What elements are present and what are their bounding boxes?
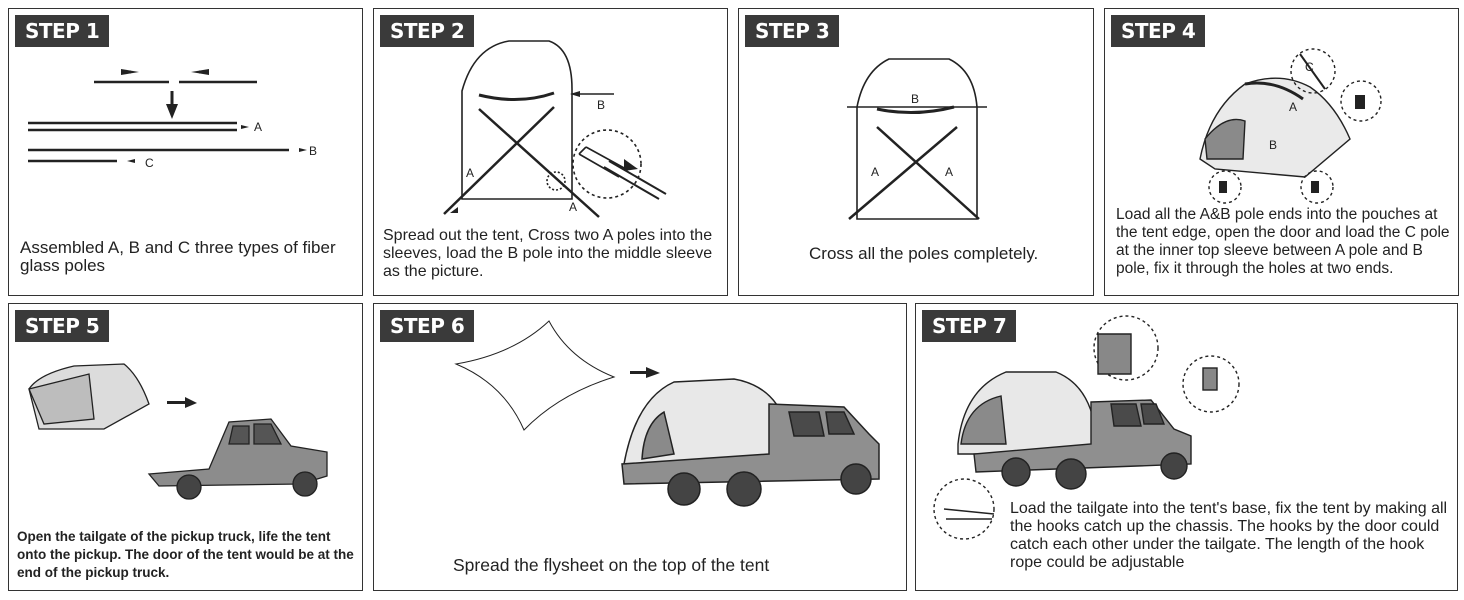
step-7-panel: STEP 7 Load the tailgate into the tent's…	[915, 303, 1458, 591]
pole-label-a: A	[254, 120, 262, 134]
step-4-badge: STEP 4	[1111, 15, 1206, 47]
step-2-caption: Spread out the tent, Cross two A poles i…	[383, 227, 713, 280]
pole-label-b: B	[597, 98, 605, 112]
step-1-panel: STEP 1 A B C Assembled A, B and C three …	[8, 8, 363, 296]
step-3-illustration: B A A	[847, 58, 987, 220]
pole-label-b: B	[911, 92, 919, 106]
pole-label-b: B	[1269, 138, 1277, 152]
step-4-illustration: A B C	[1199, 48, 1382, 204]
step-5-panel: STEP 5 Open the tailgate of the pickup t…	[8, 303, 363, 591]
arrow-icons	[630, 367, 660, 378]
pole-label-a-right: A	[569, 200, 577, 214]
step-1-illustration: A B C	[28, 69, 317, 170]
step-3-badge: STEP 3	[745, 15, 840, 47]
arrow-icons	[167, 397, 197, 408]
step-6-badge: STEP 6	[380, 310, 475, 342]
pole-label-c: C	[1305, 60, 1314, 74]
pole-label-c: C	[145, 156, 154, 170]
step-2-illustration: A A B	[443, 40, 667, 218]
step-5-badge: STEP 5	[15, 310, 110, 342]
step-1-caption: Assembled A, B and C three types of fibe…	[20, 238, 336, 275]
step-4-caption: Load all the A&B pole ends into the pouc…	[1116, 206, 1450, 277]
step-3-panel: STEP 3 B A A Cross all the poles complet…	[738, 8, 1094, 296]
pole-label-a-left: A	[871, 165, 879, 179]
step-5-illustration	[28, 363, 328, 500]
step-6-caption: Spread the flysheet on the top of the te…	[453, 555, 770, 575]
step-6-illustration	[454, 320, 880, 507]
step-6-panel: STEP 6 Spread the flysheet on the top of…	[373, 303, 907, 591]
step-2-badge: STEP 2	[380, 15, 475, 47]
step-3-caption: Cross all the poles completely.	[809, 244, 1039, 263]
step-7-caption: Load the tailgate into the tent's base, …	[1010, 500, 1448, 571]
pole-label-a: A	[1289, 100, 1297, 114]
pole-label-a-right: A	[945, 165, 953, 179]
step-5-caption: Open the tailgate of the pickup truck, l…	[17, 529, 354, 580]
step-7-badge: STEP 7	[922, 310, 1017, 342]
pole-label-a-left: A	[466, 166, 474, 180]
step-1-badge: STEP 1	[15, 15, 110, 47]
step-2-panel: STEP 2 A A B Spread out the tent, Cross …	[373, 8, 728, 296]
step-7-illustration	[933, 315, 1240, 540]
step-4-panel: STEP 4 A B C Load all the A&B pole ends …	[1104, 8, 1459, 296]
arrow-icons	[450, 91, 638, 213]
arrow-icons	[121, 69, 307, 163]
pole-label-b: B	[309, 144, 317, 158]
